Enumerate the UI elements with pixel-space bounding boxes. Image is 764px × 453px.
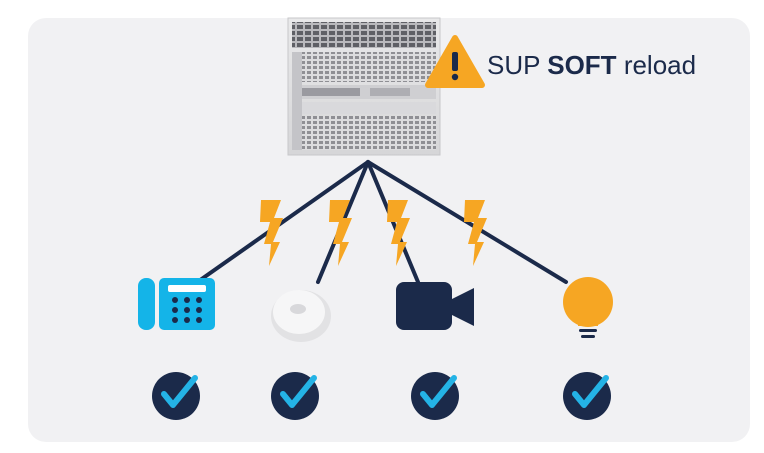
- switch-line-card: [292, 52, 436, 82]
- reload-status-title: SUP SOFT reload: [487, 50, 696, 81]
- connection-lines: [194, 160, 568, 285]
- switch-chassis: [287, 17, 441, 156]
- title-prefix: SUP: [487, 50, 540, 80]
- lightning-bolt-icon: [464, 200, 487, 266]
- link-phone: [194, 160, 370, 285]
- switch-top-module: [292, 22, 436, 48]
- access-point-icon: [271, 290, 331, 342]
- video-camera-icon: [396, 282, 474, 330]
- warning-triangle-icon: [425, 35, 485, 88]
- lightning-bolt-icon: [387, 200, 410, 266]
- switch-line-card: [292, 116, 436, 150]
- check-circle-icon: [271, 372, 319, 420]
- lightning-bolt-icon: [260, 200, 283, 266]
- lightning-bolt-icon: [329, 200, 352, 266]
- title-suffix: reload: [623, 50, 697, 80]
- title-bold: SOFT: [547, 50, 617, 80]
- check-circle-icon: [411, 372, 459, 420]
- check-circle-icon: [152, 372, 200, 420]
- light-bulb-icon: [563, 277, 613, 338]
- ip-phone-icon: [138, 278, 215, 330]
- check-circle-icon: [563, 372, 611, 420]
